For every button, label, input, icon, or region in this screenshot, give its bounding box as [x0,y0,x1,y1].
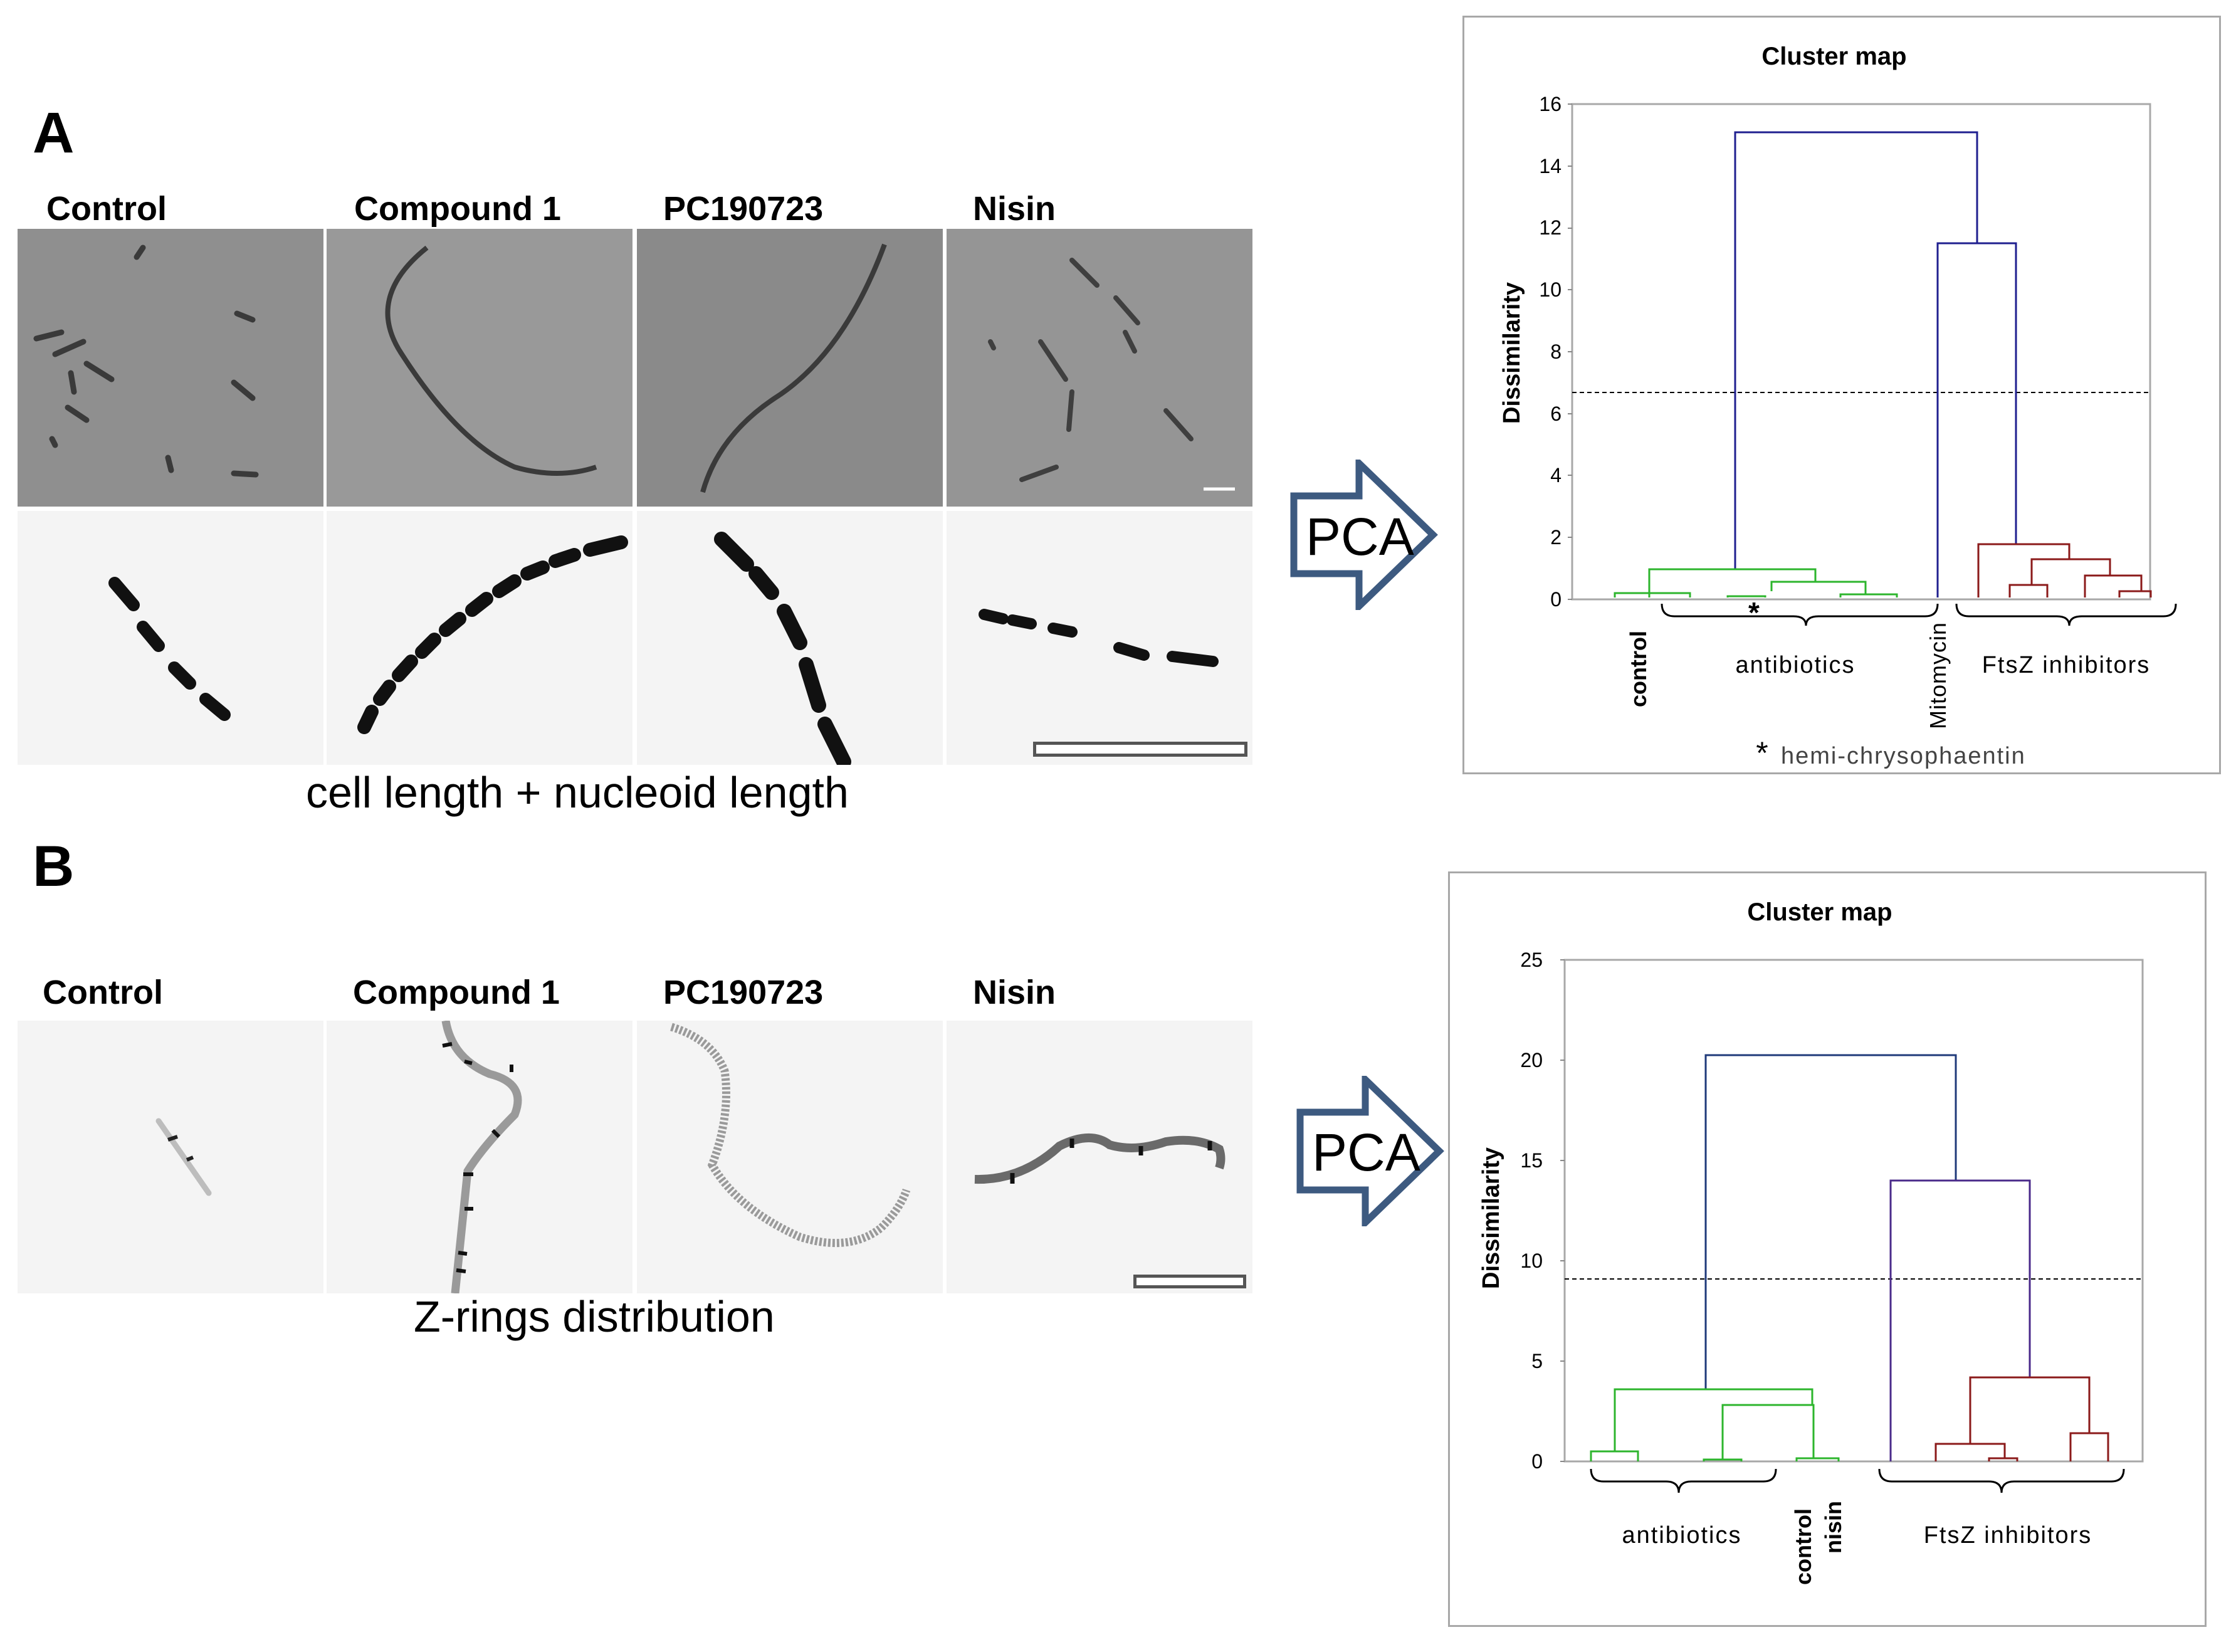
ylabel-b: Dissimilarity [1478,1147,1504,1289]
column-label-control-b: Control [43,974,163,1011]
panel-letter-a: A [33,101,75,165]
branch-b-root [1704,1054,1957,1389]
brace-a-antibiotics [1661,603,1939,626]
ytick-b-0: 0 [1531,1450,1543,1473]
footnote-a: hemi-chrysophaentin [1781,743,2026,769]
ytick-a-0: 0 [1550,588,1562,611]
branch-a-green-2 [1770,581,1867,594]
branch-b-green-5 [1795,1457,1840,1461]
cluster-title-b: Cluster map [1747,898,1892,926]
ytick-a-16: 16 [1539,93,1562,115]
ytick-a-2: 2 [1550,526,1562,549]
pca-label-b: PCA [1312,1123,1420,1182]
group-label-a-antibiotics: antibiotics [1736,652,1855,678]
asterisk-a: * [1748,596,1760,629]
panel-letter-b: B [33,834,75,898]
branch-b-red-2 [1934,1443,2006,1461]
group-label-b-control: control [1790,1508,1816,1585]
pca-label-a: PCA [1306,507,1414,566]
micrograph-compound1-nucleoid [327,511,632,765]
branch-b-green-2 [1721,1404,1815,1460]
branch-b-red-3 [2069,1432,2109,1461]
branch-b-green-1 [1614,1388,1813,1451]
caption-b: Z-rings distribution [414,1292,775,1341]
ytick-b-5: 5 [1531,1350,1543,1372]
branch-b-red-4 [1988,1457,2018,1461]
scale-bar-b [1133,1275,1246,1288]
brace-b-ftsz [1878,1468,2125,1493]
micrograph-control-zring [18,1021,323,1293]
column-label-pc190723-a: PC190723 [663,190,824,228]
branch-b-green-4 [1703,1458,1743,1461]
micrograph-control-nucleoid [18,511,323,765]
ytick-a-4: 4 [1550,464,1562,487]
ytick-b-10: 10 [1520,1250,1543,1272]
ytick-a-14: 14 [1539,155,1562,177]
micrograph-pc190723-nucleoid [637,511,943,765]
group-label-b-ftsz: FtsZ inhibitors [1924,1522,2092,1549]
column-label-pc190723-b: PC190723 [663,974,824,1011]
micrograph-compound1-phase [327,229,632,507]
plot-area-b [1563,959,2144,1463]
micrograph-nisin-phase [947,229,1252,507]
branch-a-root [1734,131,1978,569]
branch-a-green-1 [1648,568,1817,597]
cluster-title-a: Cluster map [1761,43,1906,70]
group-label-b-nisin: nisin [1820,1501,1846,1554]
brace-a-ftsz [1955,603,2177,626]
micrograph-control-phase [18,229,323,507]
footnote-asterisk-a: * [1756,735,1768,771]
ytick-b-15: 15 [1520,1149,1543,1172]
ylabel-a: Dissimilarity [1499,282,1525,424]
branch-b-ftsz-top [1889,1179,2031,1461]
dendrogram-b: Cluster map 25 20 15 10 5 0 Dissimilarit… [1478,898,2144,1585]
column-label-nisin-a: Nisin [973,190,1056,228]
ytick-b-20: 20 [1520,1049,1543,1071]
branch-a-red-5 [2118,590,2152,597]
caption-a: cell length + nucleoid length [306,768,849,817]
cluster-map-b: Cluster map 25 20 15 10 5 0 Dissimilarit… [1448,871,2207,1627]
branch-a-green-5 [1726,595,1766,597]
column-label-compound1-a: Compound 1 [354,190,561,228]
column-label-control-a: Control [46,190,167,228]
pca-arrow-b [1296,1076,1444,1226]
dendrogram-a: Cluster map 16 14 12 10 8 6 4 2 0 Dissim… [1499,43,2177,771]
group-label-a-mitomycin: Mitomycin [1925,622,1951,729]
micrograph-compound1-zring [327,1021,632,1293]
branch-b-green-3 [1590,1450,1639,1461]
branch-a-green-4 [1839,593,1898,597]
branch-a-red-4 [2008,584,2049,597]
branch-a-mito-ftsz [1936,242,2017,597]
micrograph-pc190723-phase [637,229,943,507]
ytick-a-10: 10 [1539,278,1562,301]
micrograph-nisin-zring [947,1021,1252,1293]
branch-a-red-1 [1977,543,2071,597]
ytick-a-8: 8 [1550,340,1562,363]
micrograph-pc190723-zring [637,1021,943,1293]
plot-area-a [1571,103,2151,601]
group-label-a-ftsz: FtsZ inhibitors [1982,652,2151,678]
micrograph-nisin-nucleoid [947,511,1252,765]
branch-b-red-1 [1969,1376,2091,1444]
scale-bar-a [1033,742,1247,757]
column-label-nisin-b: Nisin [973,974,1056,1011]
ytick-a-12: 12 [1539,216,1562,239]
ytick-b-25: 25 [1520,949,1543,971]
group-label-a-control: control [1625,631,1651,707]
group-label-b-antibiotics: antibiotics [1622,1522,1742,1549]
branch-a-red-3 [2084,574,2143,597]
cluster-map-a: Cluster map 16 14 12 10 8 6 4 2 0 Dissim… [1462,16,2221,774]
branch-a-red-2 [2030,558,2111,585]
brace-b-antibiotics [1590,1468,1777,1493]
column-label-compound1-b: Compound 1 [353,974,560,1011]
pca-arrow-a [1290,460,1438,610]
branch-a-green-3 [1614,592,1691,597]
ytick-a-6: 6 [1550,402,1562,425]
